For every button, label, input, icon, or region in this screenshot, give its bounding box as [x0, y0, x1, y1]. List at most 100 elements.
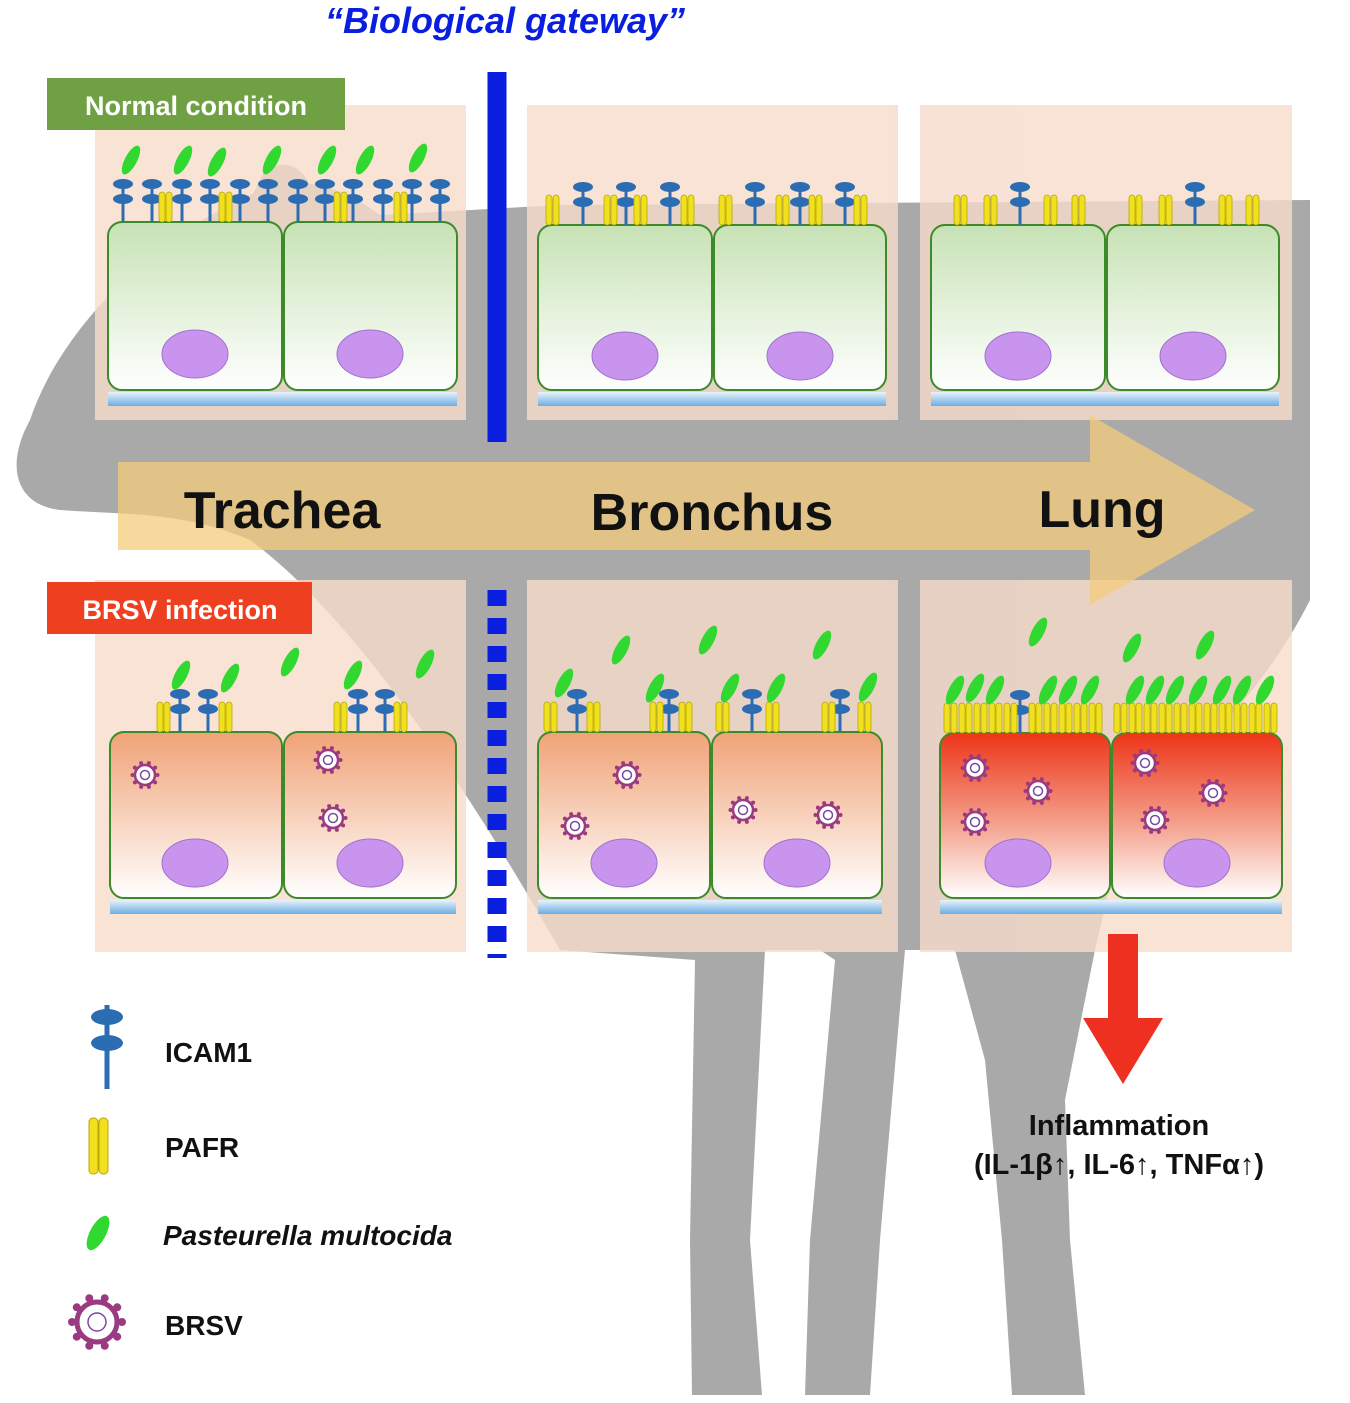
epithelial-cell — [107, 221, 283, 391]
brsv-virion — [313, 746, 343, 774]
pafr-receptor — [1143, 702, 1158, 734]
pasteurella-bacterium — [720, 673, 740, 703]
basement-membrane — [538, 900, 882, 914]
pafr-receptor — [1043, 194, 1058, 226]
cell-nucleus — [1163, 838, 1231, 888]
icam1-receptor — [1010, 182, 1030, 225]
basement-membrane — [931, 392, 1279, 406]
diagram-title: “Biological gateway” — [325, 0, 685, 41]
icam1-receptor — [172, 179, 192, 222]
epithelium-layer — [107, 143, 1283, 914]
cell-nucleus — [161, 329, 229, 379]
pafr-receptor — [853, 194, 868, 226]
brsv-virion — [813, 801, 843, 829]
pafr-receptor — [633, 194, 648, 226]
pasteurella-bacterium — [985, 675, 1005, 705]
pafr-receptor — [988, 702, 1003, 734]
icam1-receptor — [745, 182, 765, 225]
icam1-receptor — [430, 179, 450, 222]
pafr-receptor — [680, 194, 695, 226]
pafr-receptor — [821, 701, 836, 733]
cytokine-markers: (IL-1β↑, IL-6↑, TNFα↑) — [974, 1149, 1264, 1181]
epithelial-cell — [537, 224, 713, 391]
brsv-virion — [1023, 777, 1053, 805]
icam1-receptor — [170, 689, 190, 732]
pafr-receptor — [808, 194, 823, 226]
epithelial-cell — [713, 224, 887, 391]
brsv-virion — [612, 761, 642, 789]
legend-pafr-label: PAFR — [165, 1132, 239, 1163]
pafr-receptor — [1128, 194, 1143, 226]
brsv-infection-badge: BRSV infection — [47, 582, 312, 634]
brsv-virion — [1140, 806, 1170, 834]
pafr-receptor — [953, 194, 968, 226]
region-label-trachea: Trachea — [184, 482, 382, 540]
pafr-receptor — [333, 191, 348, 223]
epithelial-cell — [1106, 224, 1280, 391]
pafr-receptor — [973, 702, 988, 734]
brsv-virion — [1198, 779, 1228, 807]
pafr-receptor — [393, 701, 408, 733]
pasteurella-bacterium — [1058, 675, 1078, 705]
pasteurella-bacterium — [611, 635, 631, 665]
inflammation-arrow — [1083, 934, 1163, 1084]
cell-nucleus — [763, 838, 831, 888]
icam1-receptor — [1185, 182, 1205, 225]
legend-pasteurella-icon — [86, 1215, 110, 1251]
pasteurella-bacterium — [355, 145, 375, 175]
epithelial-cell — [1111, 732, 1283, 899]
pafr-receptor — [1263, 702, 1278, 734]
epithelial-cell — [930, 224, 1106, 391]
icam1-receptor — [790, 182, 810, 225]
pafr-receptor — [1071, 194, 1086, 226]
pafr-receptor — [218, 191, 233, 223]
region-label-bronchus: Bronchus — [591, 484, 834, 542]
pafr-receptor — [586, 701, 601, 733]
cell-nucleus — [766, 331, 834, 381]
pafr-receptor — [715, 701, 730, 733]
pasteurella-bacterium — [415, 649, 435, 679]
pafr-receptor — [983, 194, 998, 226]
pasteurella-bacterium — [1038, 675, 1058, 705]
brsv-virion — [130, 761, 160, 789]
pasteurella-bacterium — [207, 147, 227, 177]
pafr-receptor — [393, 191, 408, 223]
icam1-receptor — [343, 179, 363, 222]
pafr-receptor — [1113, 702, 1128, 734]
icam1-receptor — [198, 689, 218, 732]
pasteurella-bacterium — [121, 145, 141, 175]
basement-membrane — [538, 392, 886, 406]
pasteurella-bacterium — [965, 673, 985, 703]
pasteurella-bacterium — [858, 672, 878, 702]
pasteurella-bacterium — [173, 145, 193, 175]
icam1-receptor — [660, 182, 680, 225]
pafr-receptor — [1245, 194, 1260, 226]
brsv-virion — [960, 754, 990, 782]
normal-condition-label: Normal condition — [85, 91, 307, 121]
pasteurella-bacterium — [645, 673, 665, 703]
pasteurella-bacterium — [554, 668, 574, 698]
pasteurella-bacterium — [945, 675, 965, 705]
pafr-receptor — [158, 191, 173, 223]
icam1-receptor — [113, 179, 133, 222]
cell-nucleus — [161, 838, 229, 888]
icam1-receptor — [230, 179, 250, 222]
pafr-receptor — [1218, 702, 1233, 734]
pafr-receptor — [943, 702, 958, 734]
pasteurella-bacterium — [220, 663, 240, 693]
pasteurella-bacterium — [1080, 675, 1100, 705]
icam1-receptor — [348, 689, 368, 732]
cell-nucleus — [590, 838, 658, 888]
legend-brsv-label: BRSV — [165, 1310, 243, 1341]
pafr-receptor — [1088, 702, 1103, 734]
pafr-receptor — [1128, 702, 1143, 734]
cell-nucleus — [984, 838, 1052, 888]
icam1-receptor — [200, 179, 220, 222]
brsv-infection-label: BRSV infection — [82, 595, 277, 625]
pafr-receptor — [545, 194, 560, 226]
epithelial-cell — [711, 731, 883, 899]
epithelial-cell — [109, 731, 283, 899]
pafr-receptor — [857, 701, 872, 733]
